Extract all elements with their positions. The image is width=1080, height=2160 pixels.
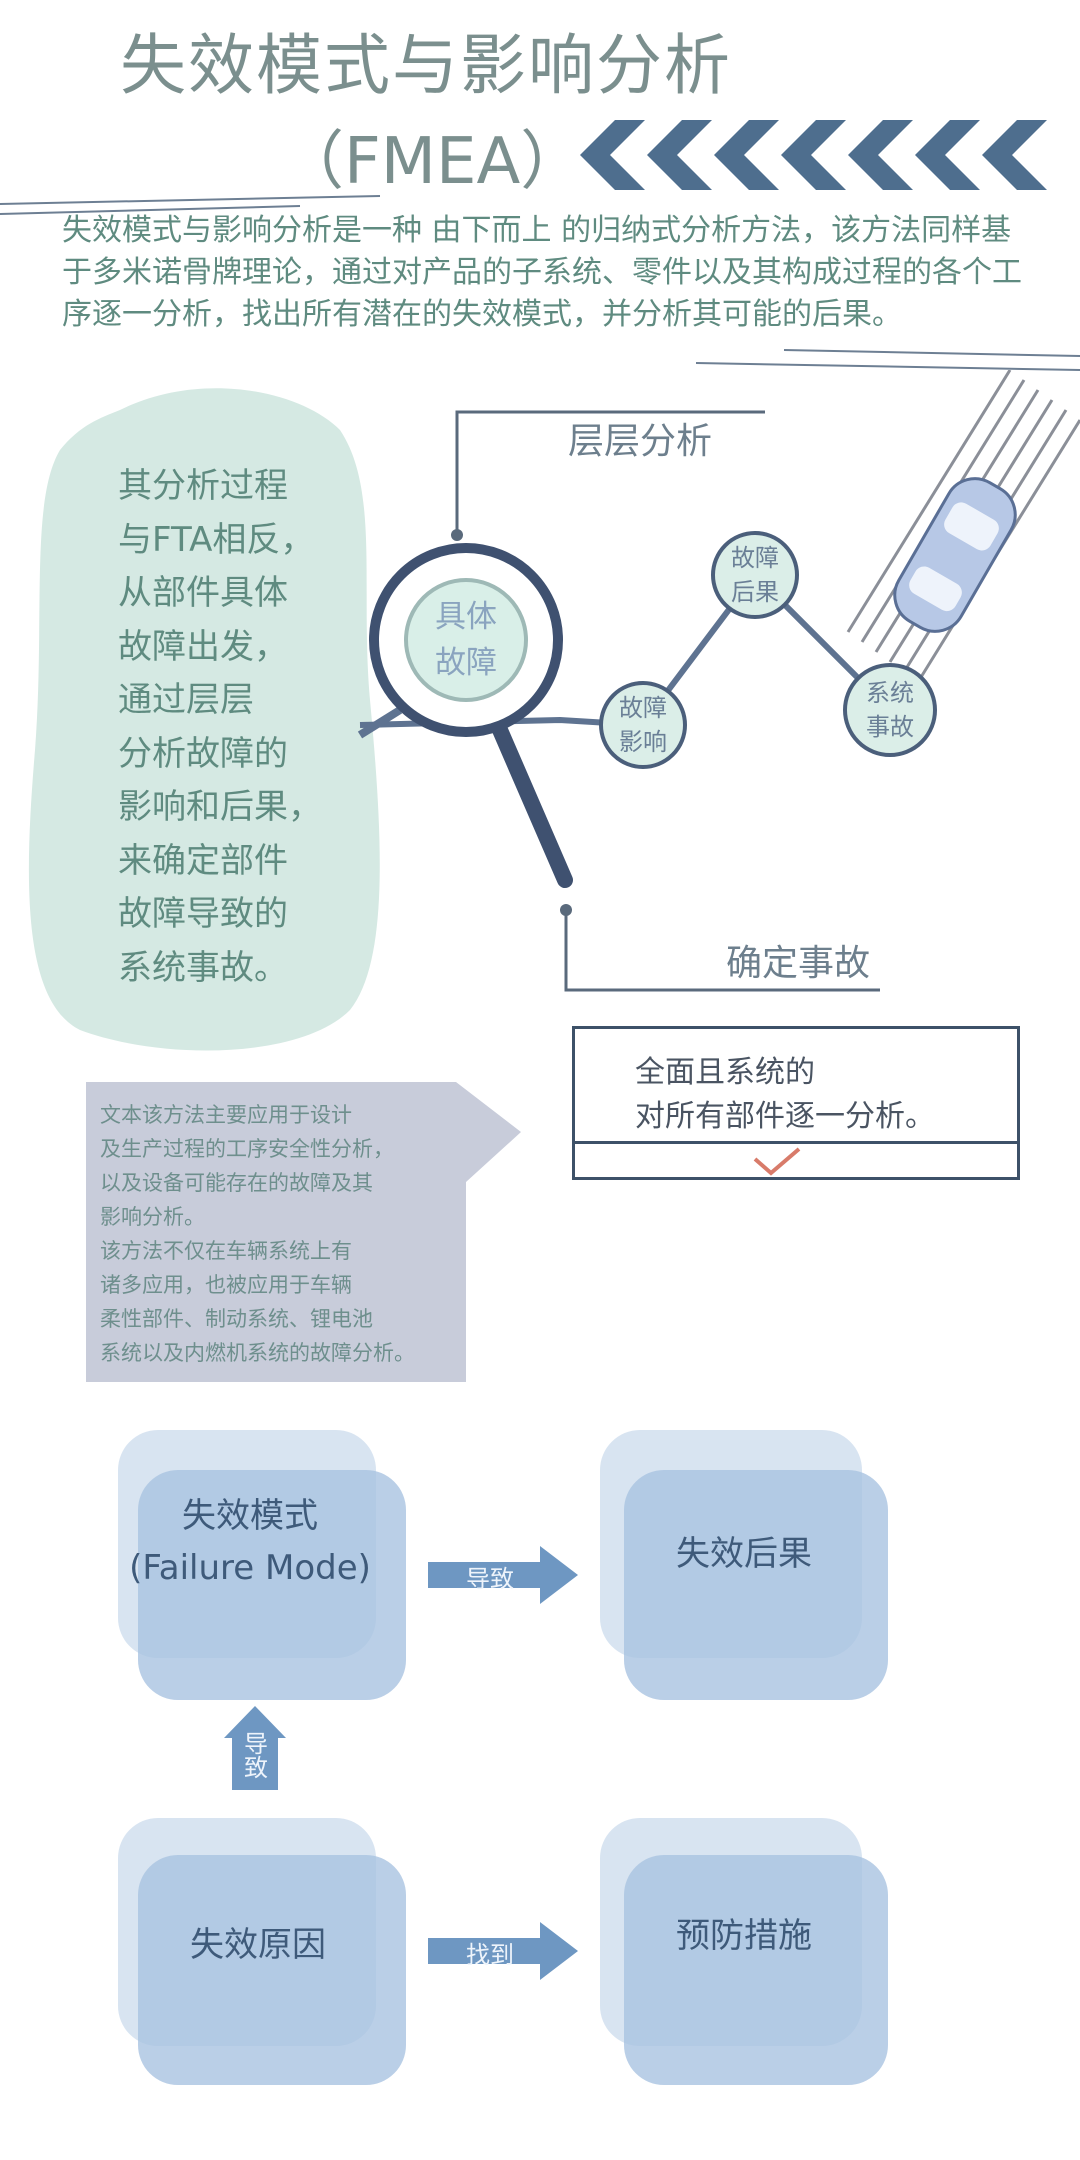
summary-line2: 对所有部件逐一分析。 bbox=[635, 1099, 935, 1134]
intro-paragraph: 失效模式与影响分析是一种 由下而上 的归纳式分析方法，该方法同样基于多米诺骨牌理… bbox=[62, 213, 1022, 332]
fmea-diagram bbox=[28, 370, 1080, 1051]
lens-label: 具体 故障 bbox=[406, 594, 526, 686]
node-line: 系统 bbox=[866, 679, 914, 707]
arrow-right-bottom-icon bbox=[428, 1922, 578, 1980]
lens-line: 具体 bbox=[435, 599, 497, 635]
chevron-arrows-icon bbox=[580, 120, 1047, 190]
blob-line: 故障出发， bbox=[118, 626, 288, 667]
flow-box-front bbox=[138, 1855, 406, 2085]
node-line: 事故 bbox=[866, 713, 914, 741]
flow-failure-mode-line1: 失效模式 bbox=[182, 1496, 318, 1536]
node-accident-label: 系统 事故 bbox=[848, 676, 932, 744]
lens-line: 故障 bbox=[435, 645, 497, 681]
arrow-label-up: 导 致 bbox=[244, 1732, 268, 1780]
arrow-label-find: 找到 bbox=[466, 1941, 514, 1969]
node-line: 后果 bbox=[731, 578, 779, 606]
summary-line1: 全面且系统的 bbox=[635, 1055, 815, 1090]
page-title: 失效模式与影响分析 bbox=[120, 27, 732, 104]
arrow-label-lead: 导致 bbox=[466, 1565, 514, 1593]
note-line: 柔性部件、制动系统、锂电池 bbox=[100, 1307, 373, 1331]
header-decoration bbox=[0, 120, 1080, 371]
node-result-circle bbox=[711, 531, 799, 619]
arrow-right-top-icon bbox=[428, 1546, 578, 1604]
bracket-bottom-line bbox=[564, 910, 880, 992]
node-effect-circle bbox=[599, 681, 687, 769]
blob-line: 影响和后果， bbox=[118, 787, 322, 827]
blob-line: 故障导致的 bbox=[118, 894, 288, 934]
chain-line-left bbox=[357, 706, 403, 739]
bracket-top-line bbox=[455, 410, 765, 535]
flow-box-front bbox=[624, 1855, 888, 2085]
bracket-top-dot bbox=[451, 529, 463, 541]
application-note: 文本该方法主要应用于设计 及生产过程的工序安全性分析， 以及设备可能存在的故障及… bbox=[86, 1082, 521, 1382]
lens-circle bbox=[404, 578, 528, 702]
summary-box: 全面且系统的 对所有部件逐一分析。 bbox=[572, 1026, 1020, 1180]
blob-line: 来确定部件 bbox=[118, 840, 288, 881]
node-effect-label: 故障 影响 bbox=[601, 691, 685, 759]
car-icon bbox=[893, 477, 1017, 633]
blob-line: 从部件具体 bbox=[118, 573, 288, 613]
note-line: 影响分析。 bbox=[100, 1205, 205, 1229]
note-line: 文本该方法主要应用于设计 bbox=[100, 1103, 352, 1127]
arrow-up-icon bbox=[224, 1706, 286, 1790]
blob-line: 与FTA相反， bbox=[118, 519, 315, 560]
blob-line: 其分析过程 bbox=[118, 466, 288, 506]
blob-line: 系统事故。 bbox=[118, 947, 288, 988]
note-line: 诸多应用，也被应用于车辆 bbox=[100, 1273, 352, 1297]
flow-diagram bbox=[118, 1430, 888, 2085]
flow-failure-mode-line2: (Failure Mode) bbox=[129, 1548, 371, 1588]
flow-failure-cause: 失效原因 bbox=[190, 1925, 326, 1965]
magnifier-handle bbox=[492, 722, 573, 888]
blob-text: 其分析过程 与FTA相反， 从部件具体 故障出发， 通过层层 分析故障的 影响和… bbox=[118, 460, 358, 995]
label-determine-accident: 确定事故 bbox=[726, 943, 871, 984]
note-line: 以及设备可能存在的故障及其 bbox=[100, 1171, 373, 1195]
node-result-label: 故障 后果 bbox=[713, 541, 797, 609]
flow-prevention: 预防措施 bbox=[676, 1916, 812, 1956]
arrow-label-up-line2: 致 bbox=[244, 1754, 268, 1782]
note-line: 该方法不仅在车辆系统上有 bbox=[100, 1239, 352, 1263]
checkmark-icon bbox=[753, 1147, 801, 1176]
page-subtitle: （FMEA） bbox=[280, 125, 585, 199]
bracket-bottom-dot bbox=[560, 904, 572, 916]
blob-line: 通过层层 bbox=[118, 680, 254, 720]
summary-divider bbox=[575, 1141, 1017, 1144]
node-accident-circle bbox=[843, 663, 937, 757]
note-text: 文本该方法主要应用于设计 及生产过程的工序安全性分析， 以及设备可能存在的故障及… bbox=[100, 1098, 480, 1370]
green-blob-shape bbox=[28, 388, 380, 1051]
flow-box-front bbox=[624, 1470, 888, 1700]
flow-failure-mode: 失效模式 (Failure Mode) bbox=[112, 1490, 388, 1594]
flow-box-front bbox=[138, 1470, 406, 1700]
blob-line: 分析故障的 bbox=[118, 733, 288, 774]
node-line: 影响 bbox=[619, 728, 667, 756]
node-line: 故障 bbox=[619, 694, 667, 722]
arrow-label-up-line1: 导 bbox=[244, 1730, 268, 1758]
node-line: 故障 bbox=[731, 544, 779, 572]
flow-failure-result: 失效后果 bbox=[676, 1534, 812, 1574]
note-line: 及生产过程的工序安全性分析， bbox=[100, 1137, 394, 1161]
label-layer-analysis: 层层分析 bbox=[568, 421, 713, 462]
note-line: 系统以及内燃机系统的故障分析。 bbox=[100, 1341, 415, 1365]
note-shape bbox=[86, 1082, 521, 1382]
